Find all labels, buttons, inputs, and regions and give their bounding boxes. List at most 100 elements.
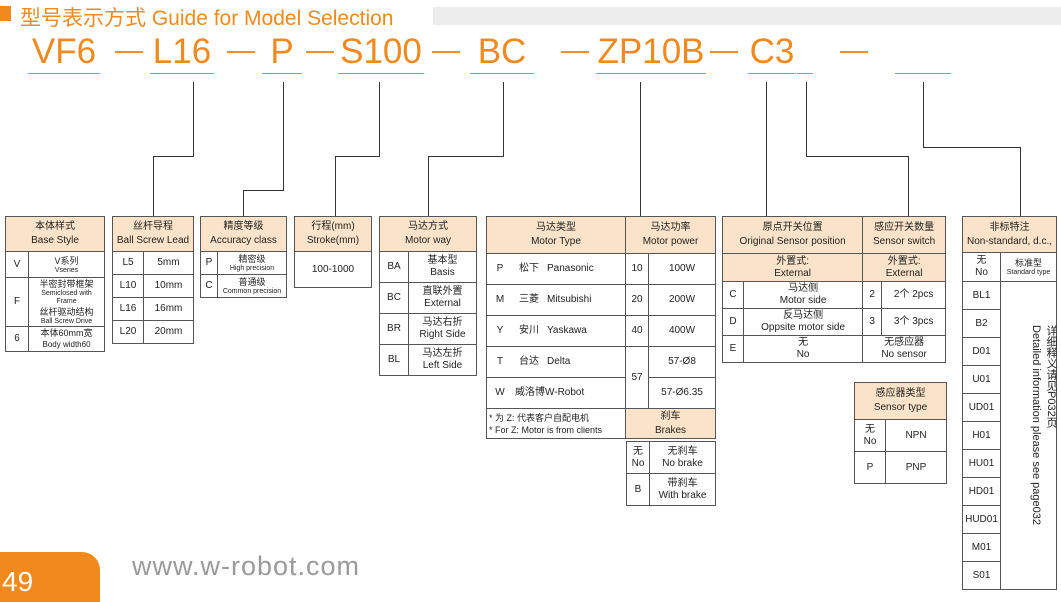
code-s100: S100	[340, 32, 422, 71]
code-underline	[150, 73, 214, 74]
header-marker	[0, 6, 11, 21]
connector-line	[153, 156, 194, 157]
page-number: 49	[2, 566, 34, 597]
page-title: 型号表示方式 Guide for Model Selection	[20, 7, 394, 30]
header-bar	[433, 7, 1061, 25]
connector-line	[335, 156, 336, 216]
table-row: T 台达 Delta 57 57-Ø8	[486, 346, 716, 409]
table-row: P 松下 Panasonic 10 100W	[486, 253, 716, 285]
table-stroke: 行程(mm)Stroke(mm) 100-1000	[294, 216, 372, 288]
connector-line	[908, 156, 909, 216]
table-header: 行程(mm)Stroke(mm)	[294, 216, 372, 252]
code-dash: —	[561, 34, 589, 65]
table-row: HUD01	[962, 505, 1057, 534]
code-underline	[748, 73, 796, 74]
code-underline	[262, 73, 302, 74]
code-underline	[28, 73, 100, 74]
connector-line	[503, 82, 504, 157]
code-underline	[338, 73, 424, 74]
connector-line	[193, 82, 194, 156]
connector-line	[243, 190, 284, 191]
connector-line	[428, 156, 429, 216]
connector-line	[283, 82, 284, 191]
code-underline	[596, 73, 706, 74]
connector-line	[806, 156, 909, 157]
connector-line	[923, 147, 1021, 148]
table-row: W 威洛博W-Robot 57-Ø6.35	[486, 377, 716, 409]
table-row: HU01	[962, 449, 1057, 478]
table-row: B2	[962, 309, 1057, 338]
table-row: S01	[962, 561, 1057, 590]
table-row: D01	[962, 337, 1057, 366]
connector-line	[335, 156, 380, 157]
code-l16: L16	[152, 32, 212, 71]
table-row: BL1	[962, 281, 1057, 590]
code-dash: —	[306, 34, 334, 65]
code-dash: —	[840, 34, 868, 65]
connector-line	[1020, 147, 1021, 216]
connector-line	[153, 156, 154, 216]
code-underline	[470, 73, 534, 74]
code-vf6: VF6	[31, 32, 97, 71]
code-c3: C3	[749, 32, 795, 71]
connector-line	[243, 190, 244, 216]
code-p: P	[270, 32, 294, 71]
code-dash: —	[227, 34, 255, 65]
connector-line	[379, 82, 380, 157]
code-bc: BC	[477, 32, 527, 71]
connector-line	[640, 82, 641, 216]
connector-line	[766, 82, 767, 216]
table-row: Y 安川 Yaskawa 40 400W	[486, 315, 716, 347]
table-row: HD01	[962, 477, 1057, 506]
code-dash: —	[432, 34, 460, 65]
nonstandard-side-note: 详细释义请见P032页 Detailed information please …	[1030, 325, 1057, 525]
connector-line	[428, 156, 504, 157]
website-url[interactable]: www.w-robot.com	[132, 551, 361, 581]
table-row: M 三菱 Mitsubishi 20 200W	[486, 284, 716, 316]
code-dash: —	[115, 34, 143, 65]
code-zp10b: ZP10B	[597, 32, 705, 71]
motor-note: * 为 Z: 代表客户自配电机 * For Z: Motor is from c…	[486, 408, 626, 439]
table-row: 100-1000	[294, 251, 372, 288]
connector-line	[806, 82, 807, 157]
table-row: P PNP	[854, 451, 947, 484]
